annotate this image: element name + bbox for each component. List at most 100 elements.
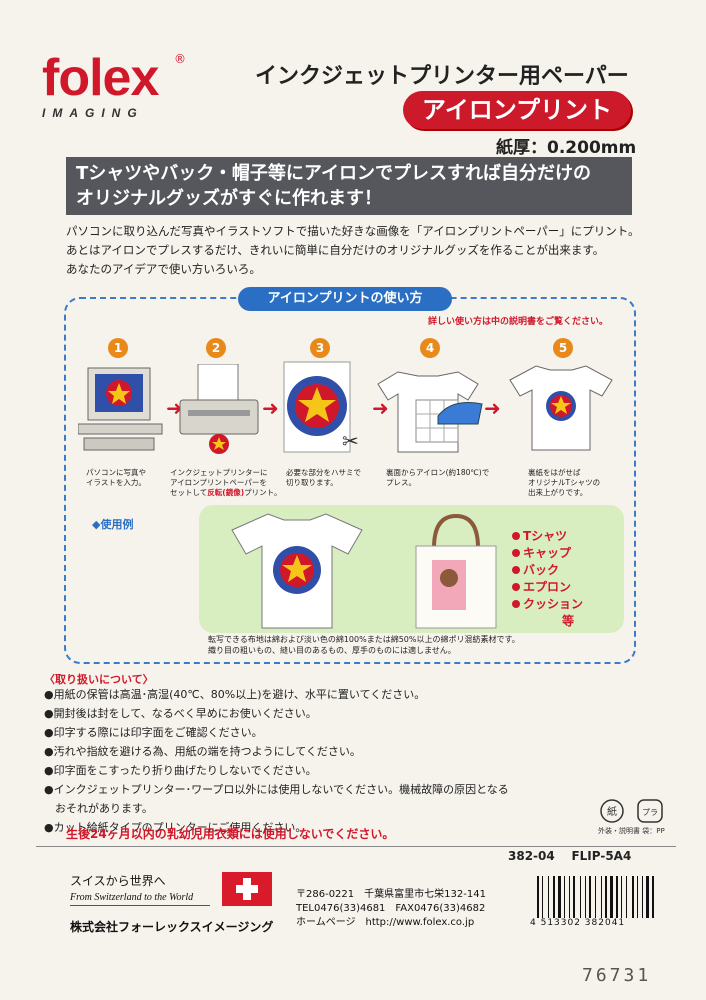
address-line-3: ホームページ http://www.folex.co.jp <box>296 917 475 928</box>
barcode-bar <box>585 876 586 918</box>
barcode-number: 4 513302 382041 <box>530 918 626 928</box>
step-caption-4: 裏面からアイロン(約180℃)で プレス。 <box>386 468 490 487</box>
handling-item: ●カット給紙タイプのプリンターにご使用ください。 <box>44 821 307 834</box>
bullet-icon <box>512 600 520 608</box>
barcode-bar <box>610 876 613 918</box>
company-address: 〒286-0221 千葉県富里市七栄132-141 TEL0476(33)468… <box>296 888 486 930</box>
example-item-label: クッション <box>523 597 584 611</box>
barcode-bar <box>537 876 539 918</box>
intro-line-3: あなたのアイデアで使い方いろいろ。 <box>66 262 261 276</box>
step-caption-2-highlight: 反転(鏡像) <box>207 488 245 497</box>
example-item: エプロン <box>512 579 583 596</box>
infant-warning: 生後24ヶ月以内の乳幼児用衣類には使用しないでください。 <box>66 827 395 841</box>
step-number-3: 3 <box>310 338 330 358</box>
step-caption-3: 必要な部分をハサミで 切り取ります。 <box>286 468 361 487</box>
step-caption-2b: プリント。 <box>244 488 282 497</box>
barcode-bar <box>548 876 549 918</box>
paper-mark-text: 紙 <box>607 805 617 818</box>
recycle-marks-icon: 紙 プラ <box>600 799 663 823</box>
finished-shirt-illustration <box>509 365 613 451</box>
recycle-label: 外装・説明書 袋：PP <box>598 826 665 836</box>
handling-list: ●用紙の保管は高温･高湿(40℃、80%以上)を避け、水平に置いてください。 ●… <box>44 685 524 837</box>
step-number-2: 2 <box>206 338 226 358</box>
registered-mark: ® <box>174 52 186 66</box>
handling-item: ●開封後は封をして、なるべく早めにお使いください。 <box>44 707 317 720</box>
slogan-underline <box>70 905 210 906</box>
handling-item: ●印字面をこすったり折り曲げたりしないでください。 <box>44 764 317 777</box>
svg-text:✂: ✂ <box>342 429 359 453</box>
barcode-bar <box>569 876 570 918</box>
barcode-icon <box>537 876 654 918</box>
computer-illustration <box>78 367 163 451</box>
barcode-bar <box>564 876 565 918</box>
example-item-label: Tシャツ <box>523 529 568 543</box>
slogan-en: From Switzerland to the World <box>70 892 194 903</box>
example-item: クッション <box>512 596 583 613</box>
fabric-note-line-1: 転写できる布地は綿および淡い色の綿100%または綿50%以上の綿ポリ混紡素材です… <box>208 635 520 644</box>
step-caption-5: 裏紙をはがせば オリジナルTシャツの 出来上がりです。 <box>528 468 601 497</box>
printer-illustration <box>179 364 259 454</box>
example-item: キャップ <box>512 545 583 562</box>
handling-item: おそれがあります。 <box>44 802 153 815</box>
bullet-icon <box>512 532 520 540</box>
arrow-right-icon: ➜ <box>166 396 183 420</box>
bullet-icon <box>512 583 520 591</box>
intro-line-2: あとはアイロンでプレスするだけ、きれいに簡単に自分だけのオリジナルグッズを作るこ… <box>66 243 605 257</box>
example-items: Tシャツ キャップ バック エプロン クッション 等 <box>512 528 583 630</box>
tshirt-example-illustration <box>231 513 363 629</box>
product-code-2: FLIP-5A4 <box>571 849 632 863</box>
barcode-bar <box>553 876 555 918</box>
barcode-bar <box>580 876 581 918</box>
barcode-bar <box>652 876 654 918</box>
step-caption-2: インクジェットプリンターに アイロンプリントペーパーを セットして反転(鏡像)プ… <box>170 468 290 498</box>
howto-title: アイロンプリントの使い方 <box>238 287 452 311</box>
arrow-right-icon: ➜ <box>372 396 389 420</box>
banner-line-2: オリジナルグッズがすぐに作れます！ <box>76 188 382 209</box>
company-name: 株式会社フォーレックスイメージング <box>70 920 274 934</box>
address-line-2: TEL0476(33)4681 FAX0476(33)4682 <box>296 903 486 914</box>
step-number-4: 4 <box>420 338 440 358</box>
barcode-bar <box>637 876 638 918</box>
ironing-illustration <box>377 371 483 453</box>
barcode-bar <box>632 876 634 918</box>
fabric-note-line-2: 織り目の粗いもの、縫い目のあるもの、厚手のものには適しません。 <box>208 646 456 655</box>
intro-line-1: パソコンに取り込んだ写真やイラストソフトで描いた好きな画像を「アイロンプリントペ… <box>66 224 640 238</box>
handling-title: 〈取り扱いについて〉 <box>44 673 154 686</box>
stamp-number: 76731 <box>582 965 652 986</box>
example-item-label: バック <box>523 563 560 577</box>
barcode-bar <box>573 876 575 918</box>
handling-item: ●汚れや指紋を避ける為、用紙の端を持つようにしてください。 <box>44 745 361 758</box>
handling-item: ●用紙の保管は高温･高湿(40℃、80%以上)を避け、水平に置いてください。 <box>44 688 426 701</box>
barcode-bar <box>616 876 618 918</box>
paper-thickness: 紙厚：0.200mm <box>496 138 637 158</box>
example-item-label: キャップ <box>523 546 572 560</box>
barcode-bar <box>558 876 561 918</box>
product-code-1: 382-04 <box>508 849 555 863</box>
brand-sub: IMAGING <box>42 106 144 120</box>
arrow-right-icon: ➜ <box>262 396 279 420</box>
slogan-jp: スイスから世界へ <box>70 874 166 888</box>
examples-label: ◆使用例 <box>92 518 134 531</box>
barcode-bar <box>605 876 607 918</box>
bullet-icon <box>512 566 520 574</box>
feature-banner: Tシャツやバック・帽子等にアイロンでプレスすれば自分だけの オリジナルグッズがす… <box>66 157 632 215</box>
barcode-bar <box>595 876 596 918</box>
recycle-label-paper: 外装・説明書 <box>598 827 640 835</box>
fabric-note: 転写できる布地は綿および淡い色の綿100%または綿50%以上の綿ポリ混紡素材です… <box>208 634 628 656</box>
brand-name: folex <box>42 49 159 107</box>
address-line-1: 〒286-0221 千葉県富里市七栄132-141 <box>296 889 486 900</box>
product-badge: アイロンプリント <box>403 91 631 129</box>
bullet-icon <box>512 549 520 557</box>
swiss-flag-icon <box>222 872 272 906</box>
footer-divider <box>36 846 676 847</box>
header-title: インクジェットプリンター用ペーパー <box>255 64 629 89</box>
step-caption-2a: インクジェットプリンターに アイロンプリントペーパーを セットして <box>170 468 268 497</box>
step-number-1: 1 <box>108 338 128 358</box>
recycle-label-pp: 袋：PP <box>642 827 665 835</box>
example-item-label: エプロン <box>523 580 572 594</box>
step-caption-1: パソコンに写真や イラストを入力。 <box>86 468 146 487</box>
tote-bag-illustration <box>415 514 497 629</box>
intro-text: パソコンに取り込んだ写真やイラストソフトで描いた好きな画像を「アイロンプリントペ… <box>66 222 646 279</box>
barcode-bar <box>621 876 622 918</box>
barcode-bar <box>646 876 649 918</box>
